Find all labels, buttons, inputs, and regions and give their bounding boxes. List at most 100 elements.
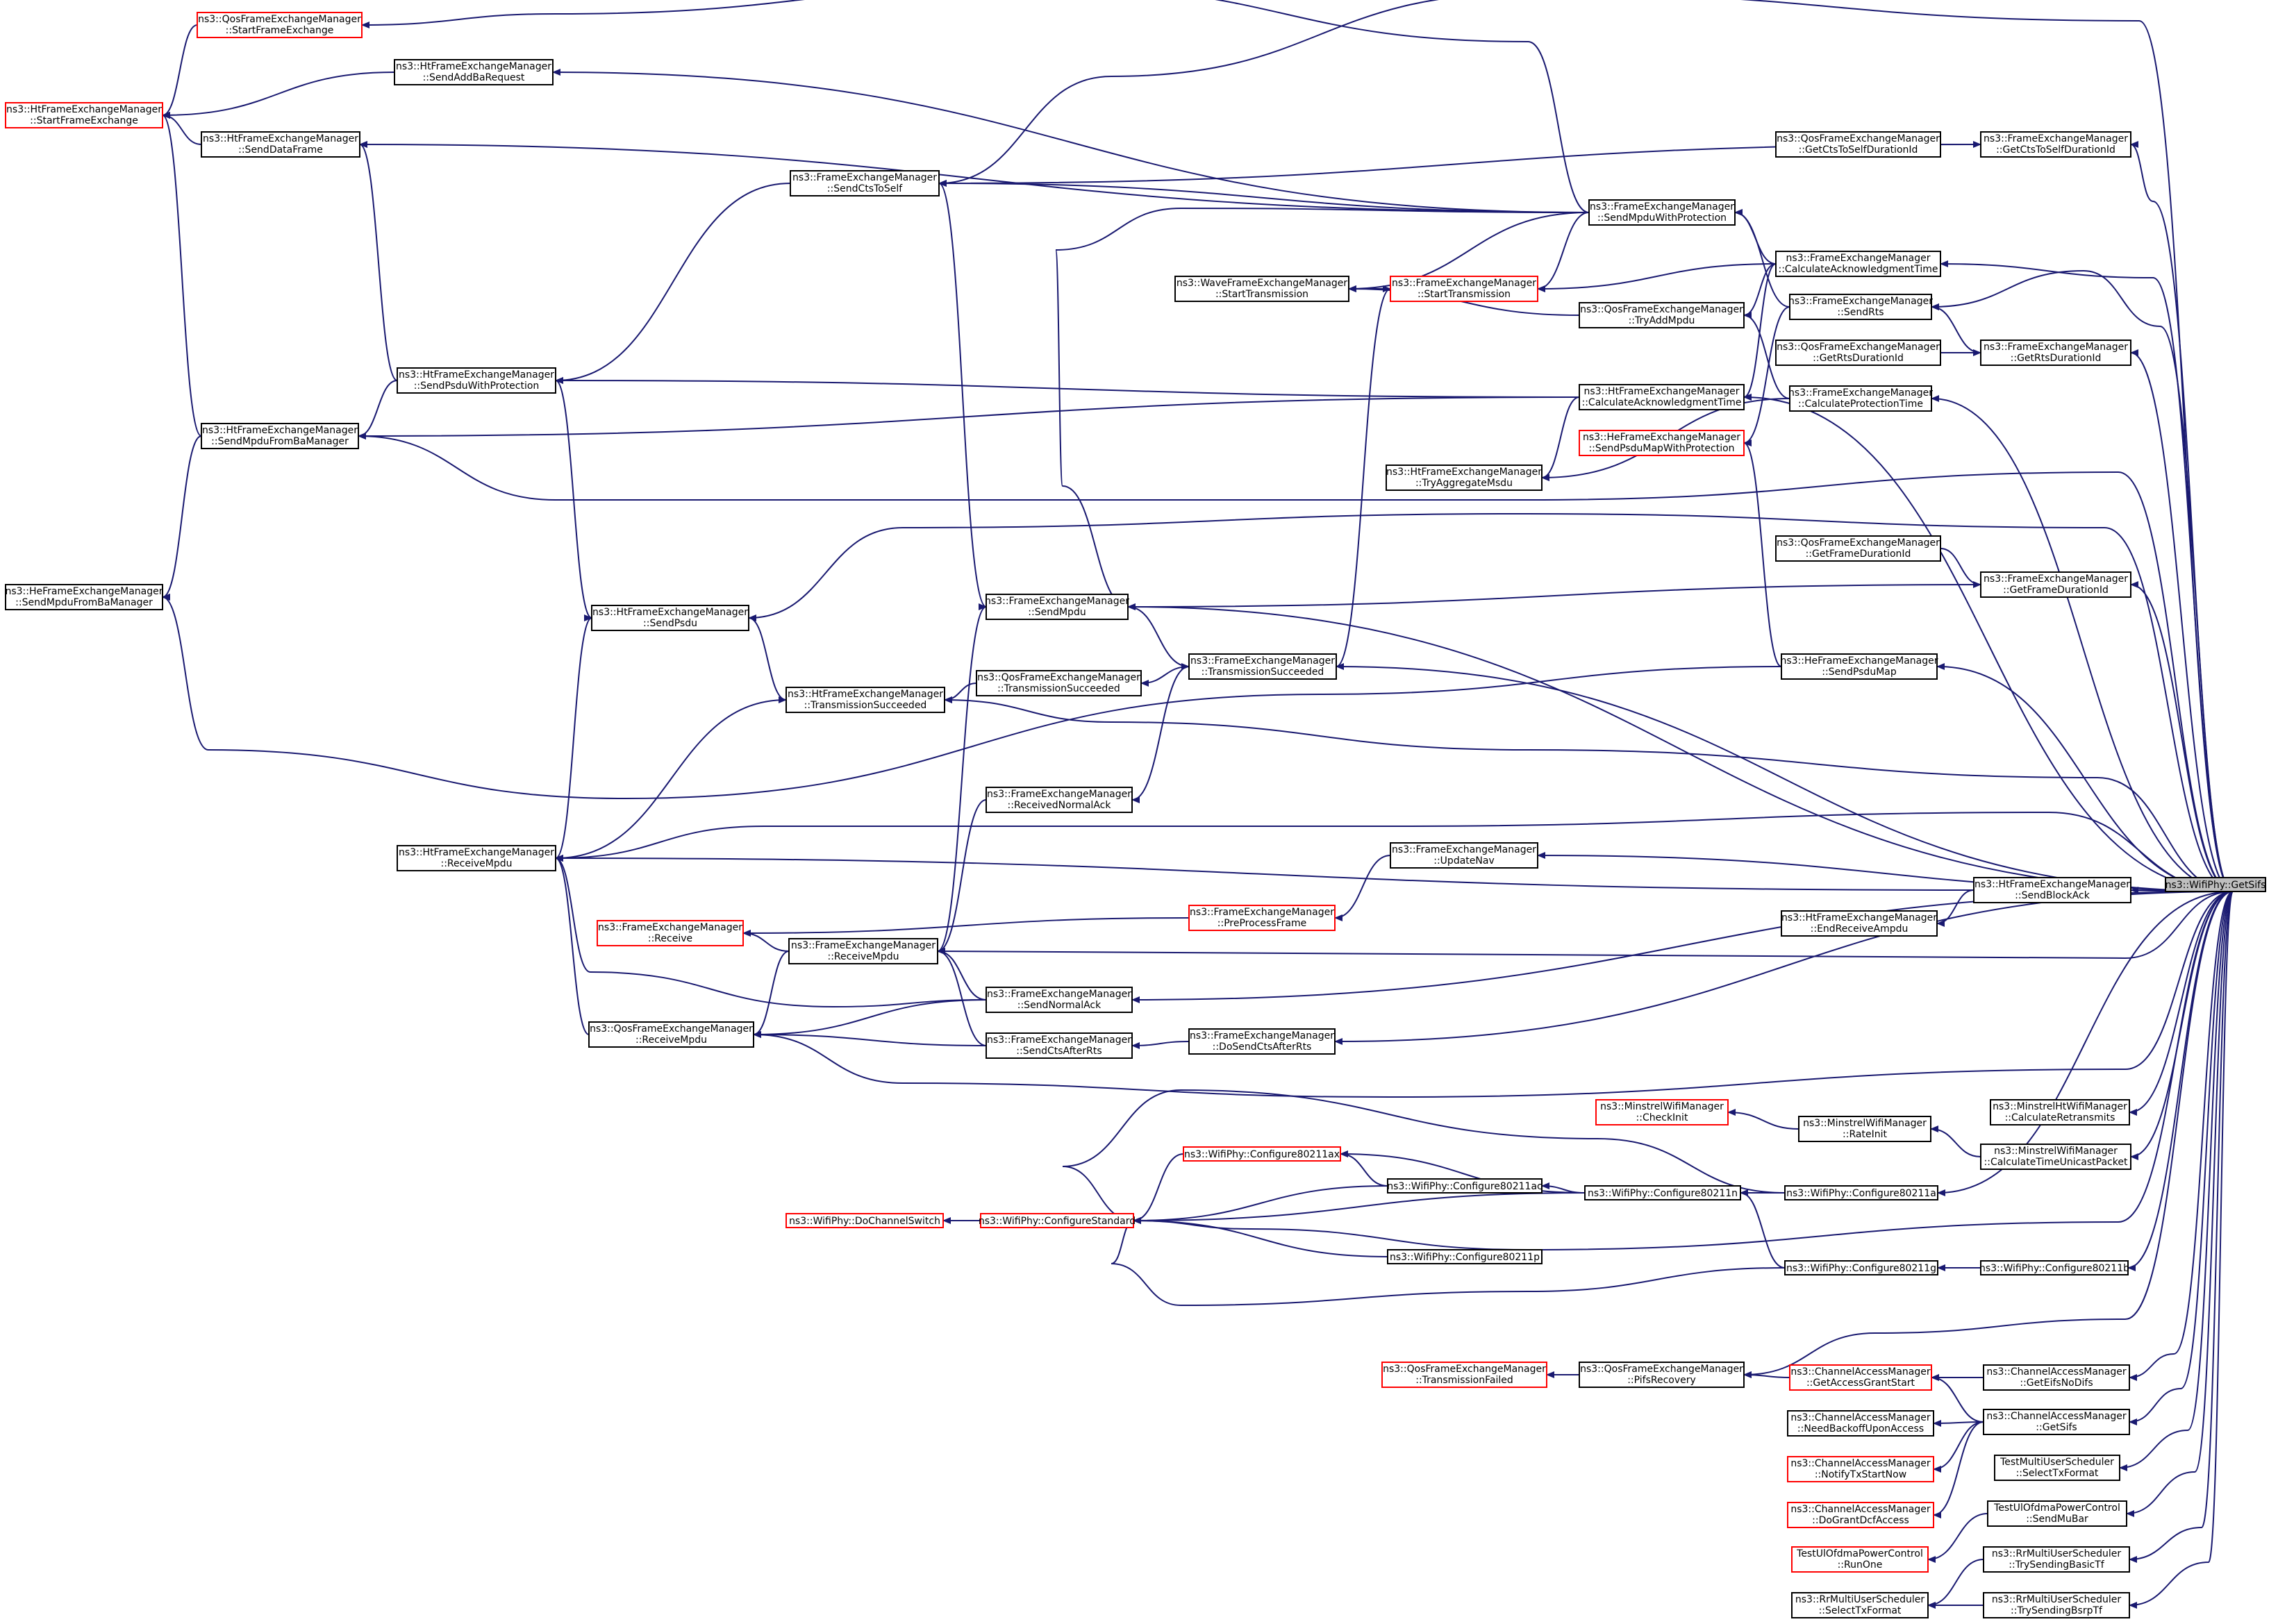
node-fx-sendctsafter[interactable]: ns3::FrameExchangeManager::SendCtsAfterR… — [986, 1032, 1133, 1059]
node-box — [1983, 1546, 2130, 1573]
node-minstrel-checkinit[interactable]: ns3::MinstrelWifiManager::CheckInit — [1595, 1099, 1729, 1125]
node-he-sendpsdumapprot[interactable]: ns3::HeFrameExchangeManager::SendPsduMap… — [1579, 430, 1745, 456]
node-rr-trybasic[interactable]: ns3::RrMultiUserScheduler::TrySendingBas… — [1983, 1546, 2130, 1573]
call-edge-getsifs-to-ht_sendpsdu — [748, 512, 2234, 892]
node-phy-cfg11g[interactable]: ns3::WifiPhy::Configure80211g — [1784, 1260, 1938, 1275]
node-rr-trybsrp[interactable]: ns3::RrMultiUserScheduler::TrySendingBsr… — [1983, 1592, 2130, 1618]
node-qos-pifs[interactable]: ns3::QosFrameExchangeManager::PifsRecove… — [1579, 1362, 1745, 1388]
node-minstrelht-calc[interactable]: ns3::MinstrelHtWifiManager::CalculateRet… — [1990, 1099, 2130, 1125]
node-ht-sendmpduba[interactable]: ns3::HtFrameExchangeManager::SendMpduFro… — [201, 423, 359, 449]
node-ht-sendaddba[interactable]: ns3::HtFrameExchangeManager::SendAddBaRe… — [394, 59, 554, 85]
node-ht-txsucc[interactable]: ns3::HtFrameExchangeManager::Transmissio… — [785, 687, 945, 713]
node-cam-geteifs[interactable]: ns3::ChannelAccessManager::GetEifsNoDifs — [1983, 1364, 2130, 1391]
node-phy-dochan[interactable]: ns3::WifiPhy::DoChannelSwitch — [785, 1213, 944, 1228]
node-box — [2165, 877, 2266, 892]
node-test-sendmubar[interactable]: TestUlOfdmaPowerControl::SendMuBar — [1987, 1500, 2127, 1527]
node-label-line: ns3::WifiPhy::Configure80211ac — [1387, 1181, 1542, 1192]
node-ht-calcack[interactable]: ns3::HtFrameExchangeManager::CalculateAc… — [1579, 384, 1745, 410]
call-edge-ht_sendblockack-to-ht_recvmpdu — [555, 855, 1974, 891]
node-label-line: ns3::QosFrameExchangeManager — [1580, 1364, 1743, 1375]
node-fx-calcack[interactable]: ns3::FrameExchangeManager::CalculateAckn… — [1775, 251, 1941, 277]
node-cam-dogrant[interactable]: ns3::ChannelAccessManager::DoGrantDcfAcc… — [1787, 1502, 1934, 1528]
node-phy-cfgstd[interactable]: ns3::WifiPhy::ConfigureStandard — [979, 1213, 1136, 1228]
node-qos-startfx[interactable]: ns3::QosFrameExchangeManager::StartFrame… — [197, 12, 363, 38]
node-ht-tryaggr[interactable]: ns3::HtFrameExchangeManager::TryAggregat… — [1386, 464, 1543, 491]
node-box — [1390, 842, 1538, 869]
node-cam-notify[interactable]: ns3::ChannelAccessManager::NotifyTxStart… — [1787, 1456, 1934, 1482]
node-qos-getrtsdur[interactable]: ns3::QosFrameExchangeManager::GetRtsDura… — [1775, 340, 1941, 366]
node-box — [1584, 1185, 1741, 1200]
node-fx-preprocess[interactable]: ns3::FrameExchangeManager::PreProcessFra… — [1188, 905, 1336, 931]
node-qos-getframedur[interactable]: ns3::QosFrameExchangeManager::GetFrameDu… — [1775, 535, 1941, 562]
node-rr-selecttx[interactable]: ns3::RrMultiUserScheduler::SelectTxForma… — [1791, 1592, 1929, 1618]
node-phy-cfg11a[interactable]: ns3::WifiPhy::Configure80211a — [1784, 1185, 1938, 1200]
call-edge-fx_sendmpduprot-to-fx_starttx — [1537, 212, 1590, 292]
node-label-line: ::RateInit — [1843, 1129, 1887, 1140]
node-ht-senddata[interactable]: ns3::HtFrameExchangeManager::SendDataFra… — [201, 131, 360, 158]
node-fx-recvack[interactable]: ns3::FrameExchangeManager::ReceivedNorma… — [986, 787, 1133, 813]
node-fx-getctsdur[interactable]: ns3::FrameExchangeManager::GetCtsToSelfD… — [1980, 131, 2131, 158]
node-fx-updatenav[interactable]: ns3::FrameExchangeManager::UpdateNav — [1390, 842, 1538, 869]
node-ht-sendpsduprot[interactable]: ns3::HtFrameExchangeManager::SendPsduWit… — [397, 367, 556, 394]
node-phy-cfg11p[interactable]: ns3::WifiPhy::Configure80211p — [1387, 1249, 1543, 1264]
node-fx-txsucc[interactable]: ns3::FrameExchangeManager::TransmissionS… — [1188, 653, 1337, 680]
node-cam-grantstart[interactable]: ns3::ChannelAccessManager::GetAccessGran… — [1789, 1364, 1932, 1391]
node-test-selecttx[interactable]: TestMultiUserScheduler::SelectTxFormat — [1994, 1455, 2120, 1481]
node-box — [1789, 385, 1932, 412]
call-edge-fx_sendmpduprot-to-fx_sendmpdu — [1055, 207, 1590, 610]
node-label-line: ns3::FrameExchangeManager — [1392, 278, 1536, 289]
node-fx-sendnormalack[interactable]: ns3::FrameExchangeManager::SendNormalAck — [986, 987, 1133, 1013]
node-fx-sendrts[interactable]: ns3::FrameExchangeManager::SendRts — [1788, 294, 1933, 320]
node-fx-getrtsdur[interactable]: ns3::FrameExchangeManager::GetRtsDuratio… — [1980, 340, 2131, 366]
node-he-sendpsdumap[interactable]: ns3::HeFrameExchangeManager::SendPsduMap — [1780, 653, 1938, 680]
node-ht-recvmpdu[interactable]: ns3::HtFrameExchangeManager::ReceiveMpdu — [397, 845, 556, 871]
call-edge-getsifs-to-qos_pifs — [1743, 891, 2234, 1378]
node-phy-cfg11b[interactable]: ns3::WifiPhy::Configure80211b — [1979, 1260, 2129, 1275]
node-box — [1787, 1410, 1934, 1437]
node-fx-starttx[interactable]: ns3::FrameExchangeManager::StartTransmis… — [1390, 276, 1538, 302]
node-minstrel-calctime[interactable]: ns3::MinstrelWifiManager::CalculateTimeU… — [1980, 1144, 2131, 1170]
node-ht-sendpsdu[interactable]: ns3::HtFrameExchangeManager::SendPsdu — [591, 605, 749, 631]
node-label-line: ns3::FrameExchangeManager — [1788, 387, 1933, 399]
node-qos-tryadd[interactable]: ns3::QosFrameExchangeManager::TryAddMpdu — [1579, 302, 1745, 328]
call-edge-ht_sendpsdu-to-ht_txsucc — [748, 617, 787, 703]
node-fx-getframedur[interactable]: ns3::FrameExchangeManager::GetFrameDurat… — [1980, 571, 2131, 598]
call-edge-getsifs-to-fx_getframedur — [2130, 581, 2234, 892]
node-label-line: ns3::WaveFrameExchangeManager — [1177, 278, 1348, 289]
node-label-line: ::SendMpduFromBaManager — [15, 597, 153, 608]
node-qos-txfailed[interactable]: ns3::QosFrameExchangeManager::Transmissi… — [1381, 1362, 1547, 1388]
node-ht-sendblockack[interactable]: ns3::HtFrameExchangeManager::SendBlockAc… — [1973, 877, 2131, 903]
node-fx-sendcts[interactable]: ns3::FrameExchangeManager::SendCtsToSelf — [790, 170, 940, 196]
node-label-line: ns3::QosFrameExchangeManager — [590, 1023, 753, 1035]
node-label-line: ns3::WifiPhy::Configure80211ax — [1184, 1149, 1340, 1160]
node-getsifs[interactable]: ns3::WifiPhy::GetSifs — [2165, 877, 2266, 892]
node-phy-cfg11ax[interactable]: ns3::WifiPhy::Configure80211ax — [1183, 1146, 1341, 1162]
node-phy-cfg11ac[interactable]: ns3::WifiPhy::Configure80211ac — [1387, 1178, 1543, 1194]
node-fx-recvmpdu[interactable]: ns3::FrameExchangeManager::ReceiveMpdu — [788, 938, 938, 964]
node-test-runone[interactable]: TestUlOfdmaPowerControl::RunOne — [1791, 1546, 1929, 1573]
node-he-sendmpduba[interactable]: ns3::HeFrameExchangeManager::SendMpduFro… — [5, 584, 163, 610]
node-ht-startfx[interactable]: ns3::HtFrameExchangeManager::StartFrameE… — [5, 102, 163, 128]
node-cam-getsifs[interactable]: ns3::ChannelAccessManager::GetSifs — [1983, 1409, 2130, 1435]
node-box — [1791, 1592, 1929, 1618]
node-phy-cfg11n[interactable]: ns3::WifiPhy::Configure80211n — [1584, 1185, 1741, 1200]
node-label-line: ns3::WifiPhy::Configure80211p — [1390, 1252, 1540, 1263]
node-wave-starttx[interactable]: ns3::WaveFrameExchangeManager::StartTran… — [1174, 276, 1349, 302]
node-qos-recvmpdu[interactable]: ns3::QosFrameExchangeManager::ReceiveMpd… — [588, 1021, 754, 1048]
node-cam-needbackoff[interactable]: ns3::ChannelAccessManager::NeedBackoffUp… — [1787, 1410, 1934, 1437]
node-qos-getctsdur[interactable]: ns3::QosFrameExchangeManager::GetCtsToSe… — [1775, 131, 1941, 158]
node-ht-endrecv[interactable]: ns3::HtFrameExchangeManager::EndReceiveA… — [1781, 910, 1938, 937]
call-edge-fx_calcack-to-qos_tryadd — [1743, 263, 1777, 319]
node-fx-calcprot[interactable]: ns3::FrameExchangeManager::CalculateProt… — [1788, 385, 1933, 412]
node-fx-sendmpduprot[interactable]: ns3::FrameExchangeManager::SendMpduWithP… — [1588, 199, 1736, 226]
call-edge-fx_recvmpdu-to-fx_receive — [742, 930, 790, 952]
call-edge-qos_startfx-to-ht_startfx — [162, 24, 198, 119]
node-fx-dosendcts[interactable]: ns3::FrameExchangeManager::DoSendCtsAfte… — [1188, 1028, 1336, 1055]
node-qos-txsucc[interactable]: ns3::QosFrameExchangeManager::Transmissi… — [976, 670, 1142, 696]
node-fx-sendmpdu[interactable]: ns3::FrameExchangeManager::SendMpdu — [985, 594, 1129, 620]
node-box — [788, 938, 938, 964]
node-label-line: ns3::QosFrameExchangeManager — [1580, 304, 1743, 315]
node-minstrel-rateinit[interactable]: ns3::MinstrelWifiManager::RateInit — [1798, 1116, 1931, 1142]
node-fx-receive[interactable]: ns3::FrameExchangeManager::Receive — [597, 920, 744, 946]
call-edge-ht_sendpsduprot-to-ht_senddata — [359, 141, 398, 381]
